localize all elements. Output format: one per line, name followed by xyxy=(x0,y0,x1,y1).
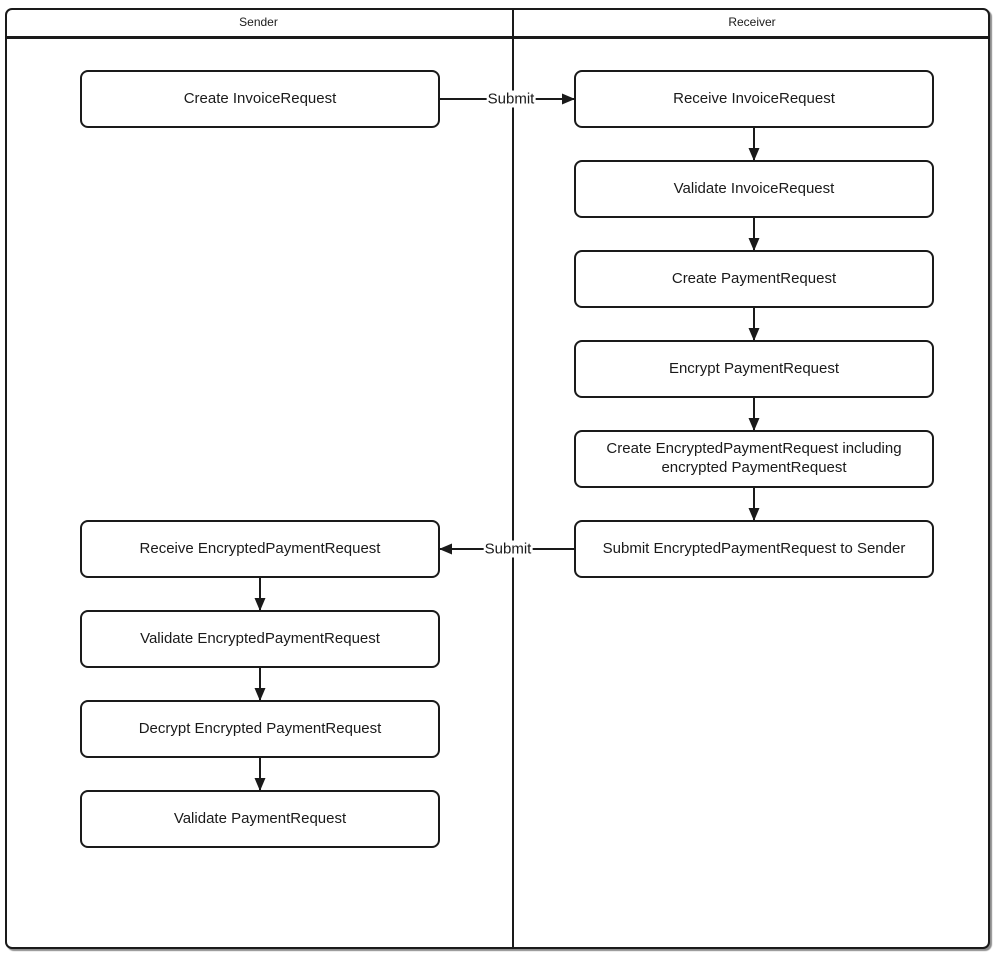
node-receive-invoice-request: Receive InvoiceRequest xyxy=(574,70,934,128)
node-receive-encrypted-payment-request: Receive EncryptedPaymentRequest xyxy=(80,520,440,578)
node-create-invoice-request: Create InvoiceRequest xyxy=(80,70,440,128)
node-create-encrypted-payment-request: Create EncryptedPaymentRequest including… xyxy=(574,430,934,488)
edge-label-submit: Submit xyxy=(483,540,533,558)
node-submit-encrypted-payment-request: Submit EncryptedPaymentRequest to Sender xyxy=(574,520,934,578)
header-separator xyxy=(5,36,990,39)
node-decrypt-encrypted-payment-request: Decrypt Encrypted PaymentRequest xyxy=(80,700,440,758)
node-create-payment-request: Create PaymentRequest xyxy=(574,250,934,308)
node-validate-payment-request: Validate PaymentRequest xyxy=(80,790,440,848)
edge-label-submit: Submit xyxy=(486,90,536,108)
node-encrypt-payment-request: Encrypt PaymentRequest xyxy=(574,340,934,398)
lane-title-sender: Sender xyxy=(239,15,278,29)
node-validate-encrypted-payment-request: Validate EncryptedPaymentRequest xyxy=(80,610,440,668)
lane-title-receiver: Receiver xyxy=(728,15,776,29)
node-validate-invoice-request: Validate InvoiceRequest xyxy=(574,160,934,218)
lane-divider xyxy=(512,8,514,949)
